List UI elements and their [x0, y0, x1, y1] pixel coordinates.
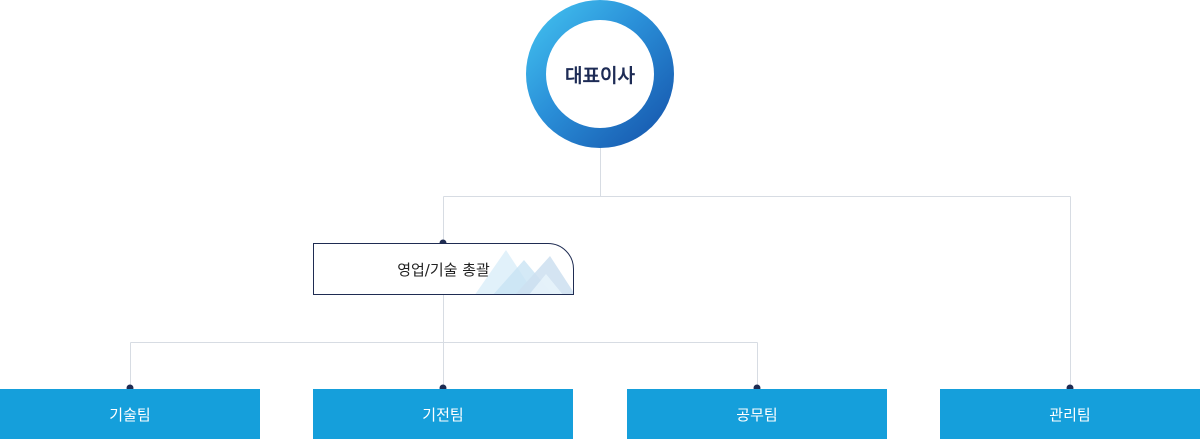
team-node: 기술팀	[0, 389, 260, 439]
ceo-label: 대표이사	[565, 64, 635, 87]
ceo-node-inner: 대표이사	[546, 20, 654, 128]
team-label: 기전팀	[422, 405, 464, 424]
team-label: 관리팀	[1049, 405, 1091, 424]
team-node: 공무팀	[627, 389, 887, 439]
division-label: 영업/기술 총괄	[397, 260, 490, 279]
division-node: 영업/기술 총괄	[313, 243, 574, 295]
mountain-decoration	[475, 250, 573, 294]
ceo-node: 대표이사	[526, 0, 674, 148]
team-label: 공무팀	[736, 405, 778, 424]
team-node: 관리팀	[940, 389, 1200, 439]
team-label: 기술팀	[109, 405, 151, 424]
team-node: 기전팀	[313, 389, 573, 439]
